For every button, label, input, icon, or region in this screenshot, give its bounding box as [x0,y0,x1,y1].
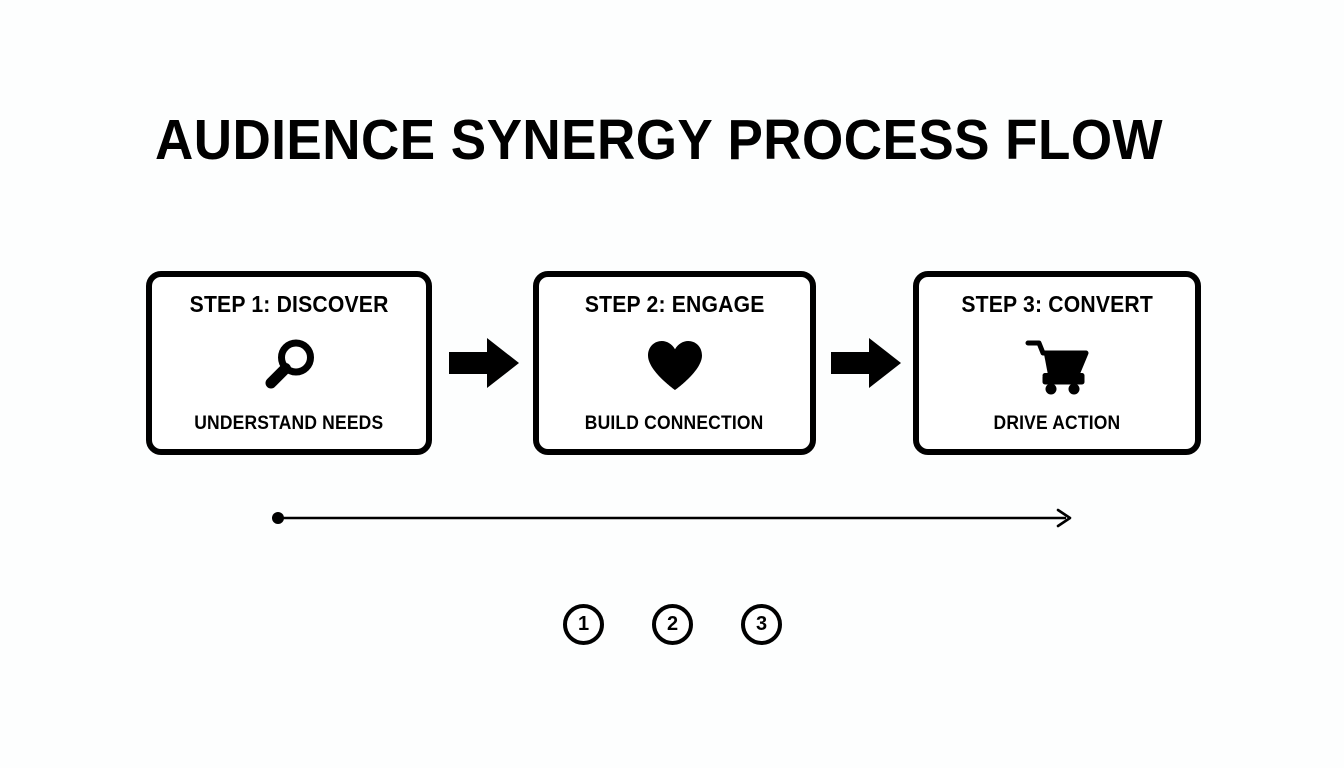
arrow-step1-to-step2-icon [449,338,519,388]
step-card-1[interactable]: STEP 1: DISCOVER UNDERSTAND NEEDS [146,271,432,455]
step-indicator-1-label: 1 [577,613,590,635]
step-2-caption: BUILD CONNECTION [585,413,764,434]
magnifier-icon [162,336,416,396]
heart-icon [549,336,800,396]
step-card-3[interactable]: STEP 3: CONVERT DRIVE ACTION [913,271,1201,455]
step-1-caption: UNDERSTAND NEEDS [194,413,384,434]
step-indicator-3-label: 3 [755,613,768,635]
progress-timeline [268,500,1080,536]
shopping-cart-icon [929,336,1185,396]
step-indicator-2[interactable]: 2 [652,604,693,645]
timeline-end-arrowhead [1056,508,1072,528]
step-card-2[interactable]: STEP 2: ENGAGE BUILD CONNECTION [533,271,816,455]
step-indicator-2-label: 2 [666,613,679,635]
step-indicator-3[interactable]: 3 [741,604,782,645]
page-title: AUDIENCE SYNERGY PROCESS FLOW [155,108,1164,172]
step-2-heading: STEP 2: ENGAGE [584,291,765,317]
step-3-caption: DRIVE ACTION [993,413,1121,434]
arrow-step2-to-step3-icon [831,338,901,388]
step-3-heading: STEP 3: CONVERT [961,291,1153,317]
step-1-heading: STEP 1: DISCOVER [189,291,389,317]
step-indicator-1[interactable]: 1 [563,604,604,645]
timeline-start-dot [272,512,284,524]
